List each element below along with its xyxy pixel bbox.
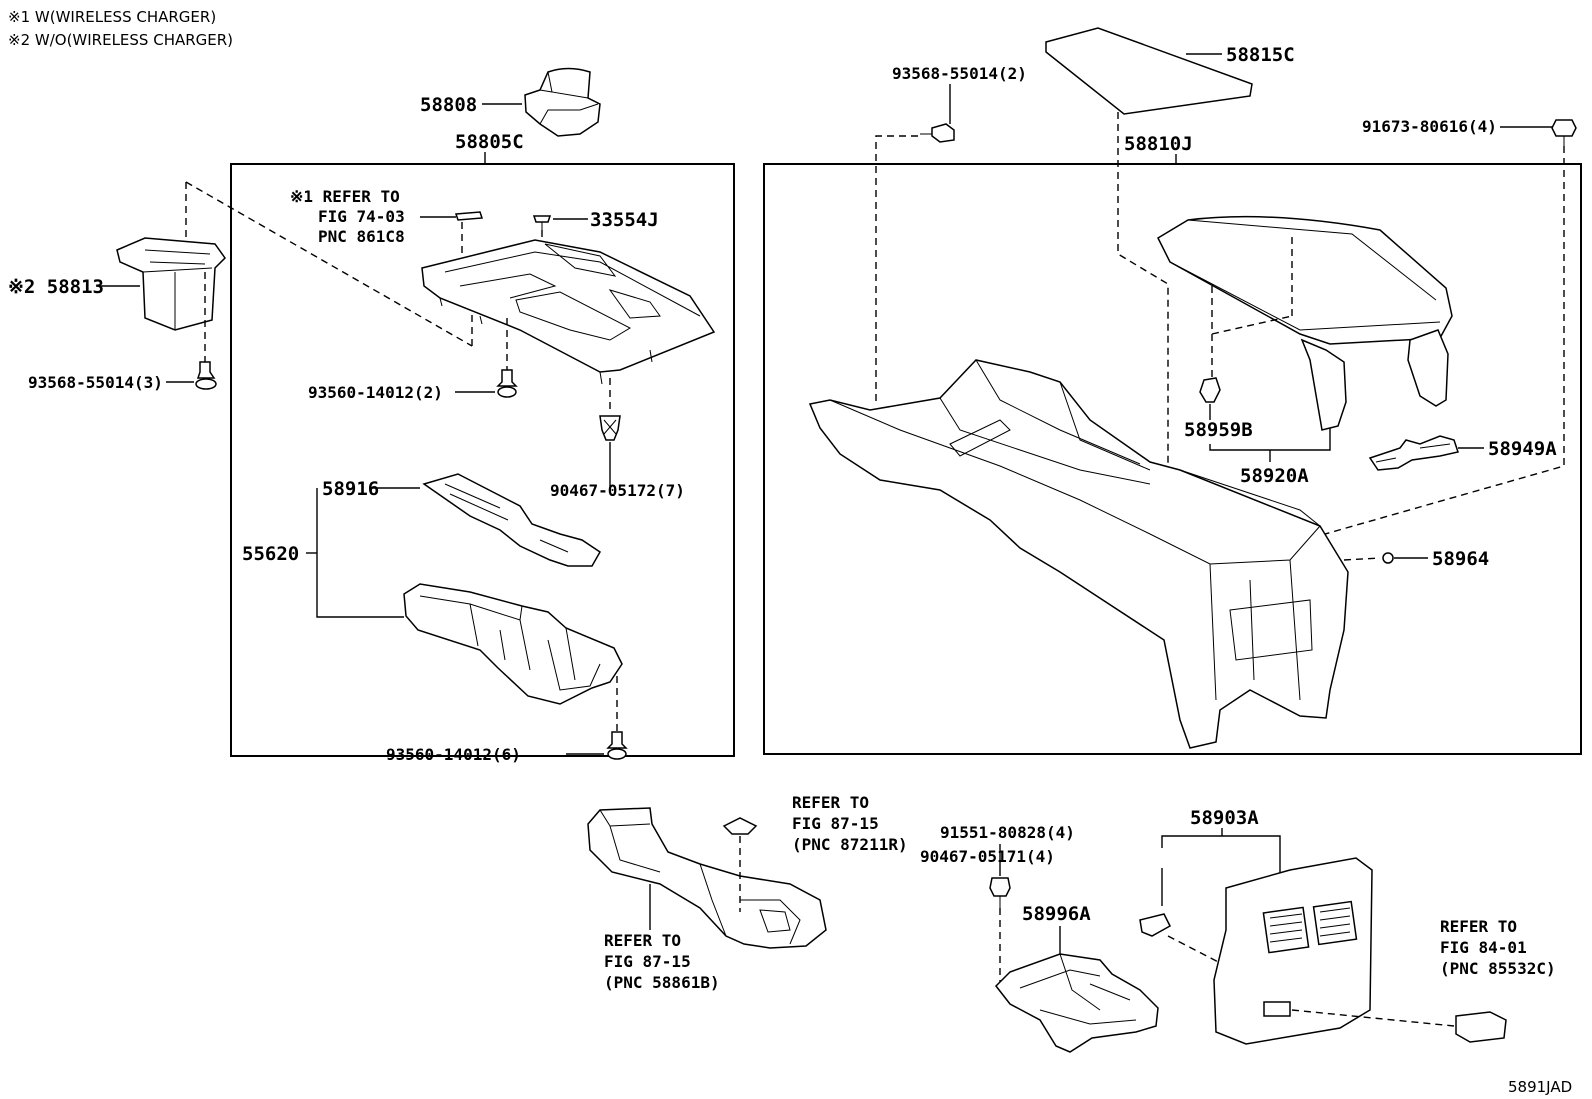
label-90467-05172-7: 90467-05172(7) <box>550 481 685 500</box>
part-58920A[interactable] <box>1157 215 1453 431</box>
label-58959B: 58959B <box>1184 419 1253 441</box>
part-33554J[interactable] <box>532 215 552 230</box>
part-clip-87211R[interactable] <box>722 817 758 835</box>
label-91551-80828-4: 91551-80828(4) <box>940 823 1075 842</box>
part-93560-14012-2[interactable] <box>496 369 518 398</box>
refer-note-2-line3: (PNC 87211R) <box>792 835 908 854</box>
part-58808[interactable] <box>524 67 601 137</box>
part-85532C[interactable] <box>1455 1011 1507 1043</box>
refer-note-3-line3: (PNC 58861B) <box>604 973 720 992</box>
part-58813[interactable] <box>116 237 226 331</box>
part-91673-80616-4[interactable] <box>1551 119 1577 146</box>
dash-93568-2 <box>875 135 918 402</box>
label-58808: 58808 <box>420 94 477 116</box>
label-58903A: 58903A <box>1190 807 1259 829</box>
part-air-duct-58861B[interactable] <box>587 807 827 949</box>
refer-note-4-line2: FIG 84-01 <box>1440 938 1527 957</box>
label-58964: 58964 <box>1432 548 1489 570</box>
note-without-wireless-charger: ※2 W/O(WIRELESS CHARGER) <box>8 31 233 49</box>
part-55620[interactable] <box>403 583 623 705</box>
label-90467-05171-4: 90467-05171(4) <box>920 847 1055 866</box>
part-93560-14012-6[interactable] <box>606 731 628 760</box>
refer-note-3-line2: FIG 87-15 <box>604 952 691 971</box>
refer-note-1-line3: PNC 861C8 <box>318 227 405 246</box>
label-93560-14012-6: 93560-14012(6) <box>386 745 521 764</box>
part-58949A[interactable] <box>1368 435 1459 471</box>
label-93568-55014-2: 93568-55014(2) <box>892 64 1027 83</box>
label-58920A: 58920A <box>1240 465 1309 487</box>
refer-note-3-line1: REFER TO <box>604 931 681 950</box>
leader-58903A-bracket <box>1161 835 1281 876</box>
refer-note-4-line1: REFER TO <box>1440 917 1517 936</box>
label-91673-80616-4: 91673-80616(4) <box>1362 117 1497 136</box>
part-58916[interactable] <box>422 473 601 567</box>
part-58815C[interactable] <box>1045 27 1253 115</box>
note-wireless-charger: ※1 W(WIRELESS CHARGER) <box>8 8 216 26</box>
part-93568-55014-2[interactable] <box>920 123 955 143</box>
part-93568-55014-3[interactable] <box>195 361 217 390</box>
refer-note-1-line2: FIG 74-03 <box>318 207 405 226</box>
label-58996A: 58996A <box>1022 903 1091 925</box>
group-box-58805C <box>230 163 735 757</box>
vent-right-icon <box>1312 900 1358 946</box>
dash-58964 <box>1343 557 1381 561</box>
label-55620: 55620 <box>242 543 299 565</box>
label-58815C: 58815C <box>1226 44 1295 66</box>
label-58805C: 58805C <box>455 131 524 153</box>
refer-note-1-line1: ※1 REFER TO <box>290 187 400 206</box>
part-wireless-charger-ref[interactable] <box>454 211 484 221</box>
part-58810J-console[interactable] <box>808 359 1349 749</box>
label-58916: 58916 <box>322 478 379 500</box>
dash-85532C <box>1291 1009 1455 1027</box>
label-58813: ※2 58813 <box>8 276 104 298</box>
part-58996A[interactable] <box>995 953 1159 1053</box>
dash-58920A <box>1211 232 1293 394</box>
label-58949A: 58949A <box>1488 438 1557 460</box>
part-90467-05171-4[interactable] <box>1139 913 1171 937</box>
leader-55620 <box>316 488 404 618</box>
label-33554J: 33554J <box>590 209 659 231</box>
part-91551-80828-4[interactable] <box>989 877 1011 908</box>
part-shift-panel[interactable] <box>421 239 716 385</box>
part-58964[interactable] <box>1382 552 1394 564</box>
label-93560-14012-2: 93560-14012(2) <box>308 383 443 402</box>
dash-90467-4 <box>1167 935 1227 967</box>
group-box-58810J <box>763 163 1582 755</box>
refer-note-4-line3: (PNC 85532C) <box>1440 959 1556 978</box>
refer-note-2-line1: REFER TO <box>792 793 869 812</box>
diagram-id: 5891JAD <box>1508 1078 1572 1096</box>
label-58810J: 58810J <box>1124 133 1193 155</box>
dash-58813-to-panel <box>185 181 473 347</box>
label-93568-55014-3: 93568-55014(3) <box>28 373 163 392</box>
panel-slot <box>1263 1001 1291 1017</box>
part-58959B[interactable] <box>1199 377 1221 403</box>
part-58903A[interactable] <box>1213 857 1373 1045</box>
refer-note-2-line2: FIG 87-15 <box>792 814 879 833</box>
dash-58815C <box>1117 112 1169 534</box>
part-90467-05172-7[interactable] <box>599 415 621 441</box>
